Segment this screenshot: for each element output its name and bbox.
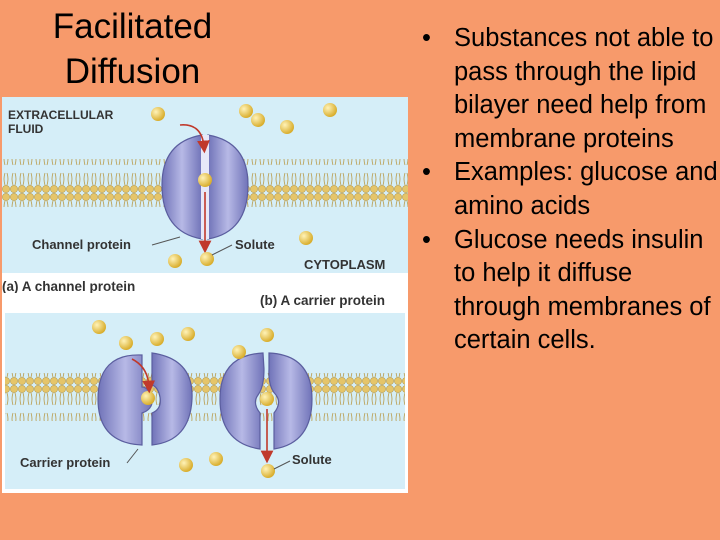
- fluid-label: FLUID: [8, 122, 44, 136]
- entry-arrow: [179, 124, 210, 154]
- bullet-item: • Examples: glucose and amino acids: [422, 156, 718, 223]
- bullet-text: Substances not able to pass through the …: [454, 24, 714, 153]
- carrier-protein-open-in: [219, 352, 313, 450]
- bullet-symbol: •: [422, 24, 431, 52]
- channel-protein-caption: (a) A channel protein: [2, 279, 135, 294]
- solute-label-top: Solute: [235, 237, 275, 252]
- title-line-1: Facilitated: [52, 7, 213, 46]
- title-line-2: Diffusion: [64, 52, 201, 91]
- bullet-item: • Glucose needs insulin to help it diffus…: [422, 224, 718, 358]
- bullet-list: • Substances not able to pass through the…: [422, 22, 718, 358]
- bullet-text: Glucose needs insulin to help it diffuse…: [454, 225, 711, 355]
- carrier-protein-label: Carrier protein: [20, 455, 110, 470]
- extracellular-label: EXTRACELLULAR: [8, 108, 114, 122]
- facilitated-diffusion-figure: EXTRACELLULAR FLUID C: [2, 97, 408, 493]
- bullet-text: Examples: glucose and amino acids: [454, 158, 718, 220]
- bullet-symbol: •: [422, 225, 431, 254]
- slide-title: Facilitated Diffusion: [10, 4, 255, 94]
- carrier-protein-panel: (b) A carrier protein: [2, 293, 408, 493]
- bullet-symbol: •: [422, 158, 431, 187]
- channel-protein-label: Channel protein: [32, 237, 131, 252]
- bullet-item: • Substances not able to pass through the…: [422, 22, 718, 156]
- cytoplasm-label: CYTOPLASM: [304, 257, 385, 272]
- carrier-protein-caption: (b) A carrier protein: [260, 293, 385, 308]
- carrier-entry-arrow: [131, 358, 156, 394]
- solute-label-bottom: Solute: [292, 452, 332, 467]
- lipid-bilayer-bottom: [5, 373, 405, 421]
- channel-protein-panel: EXTRACELLULAR FLUID C: [2, 97, 408, 294]
- solute-molecules-bottom: [92, 320, 275, 478]
- membrane-diagram: EXTRACELLULAR FLUID C: [2, 97, 408, 493]
- solute-molecules-top: [151, 103, 337, 268]
